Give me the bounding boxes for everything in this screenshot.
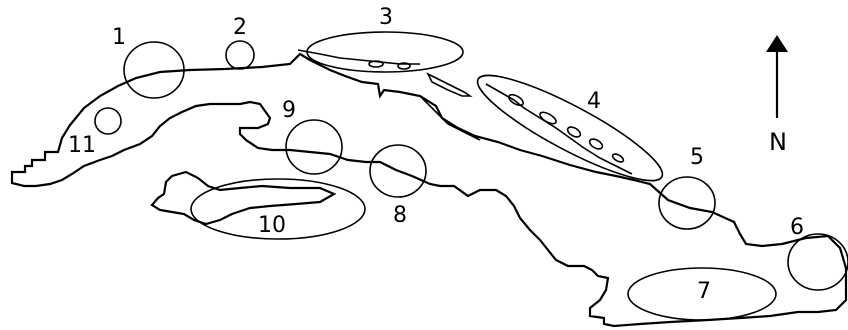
zone-7-ellipse [627, 267, 777, 321]
zone-9-label: 9 [282, 98, 296, 123]
zone-3-label: 3 [379, 5, 393, 30]
zone-11-circle [94, 107, 122, 135]
zone-1-label: 1 [112, 25, 126, 50]
interior-boundary [419, 95, 481, 141]
island-outline [10, 52, 848, 328]
zone-2-label: 2 [233, 15, 247, 40]
zone-10-ellipse [190, 178, 366, 240]
zone-8-label: 8 [393, 203, 407, 228]
zone-5-label: 5 [690, 145, 704, 170]
north-arrow: N [766, 35, 788, 156]
zone-9-circle [285, 119, 343, 175]
north-label: N [769, 128, 787, 156]
central-cays [485, 83, 633, 175]
zone-7-label: 7 [697, 279, 711, 304]
zone-11-label: 11 [68, 133, 96, 158]
zone-3-ellipse [306, 31, 464, 73]
zone-1-circle [123, 41, 185, 99]
zone-6-circle [787, 233, 848, 291]
zone-2-circle [225, 40, 255, 70]
zone-8-circle [369, 144, 427, 198]
zone-10-label: 10 [258, 213, 286, 238]
zone-4-label: 4 [587, 89, 601, 114]
zone-6-label: 6 [790, 215, 804, 240]
zone-4-ellipse [476, 74, 664, 182]
zone-5-circle [658, 176, 716, 230]
north-cays [297, 49, 473, 97]
southern-island [150, 170, 337, 226]
